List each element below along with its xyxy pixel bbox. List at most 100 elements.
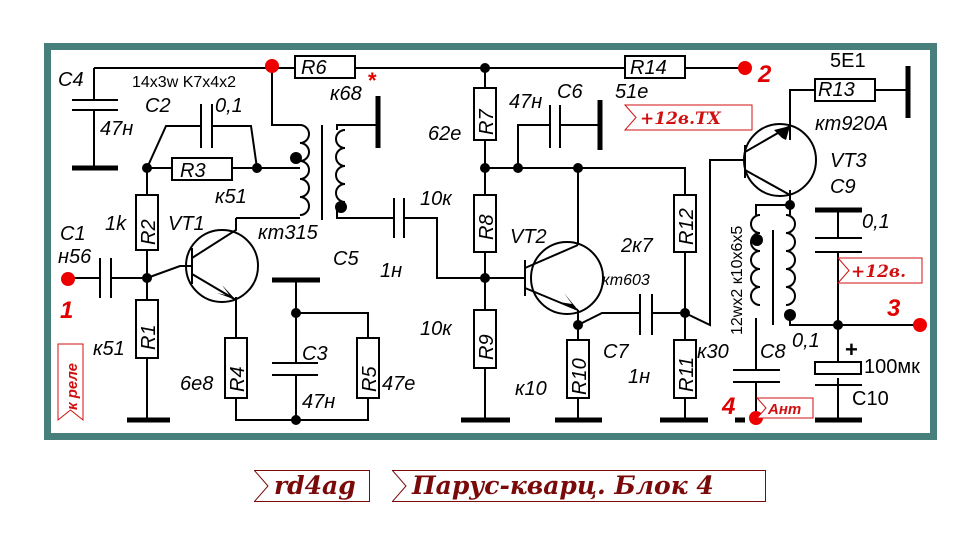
r6-node-wire xyxy=(271,68,300,126)
r1-ref: R1 xyxy=(138,324,160,350)
r3-resistor xyxy=(171,157,233,181)
c3-r5-wire xyxy=(295,280,369,421)
supply-node-wire xyxy=(485,124,686,195)
c10-ref: C10 xyxy=(852,388,889,410)
labels: C4 47н 14x3w K7x4x2 C2 0,1 R3 к51 R6 к68… xyxy=(58,50,920,413)
c9-ref: C9 xyxy=(830,176,856,198)
c1-ref: C1 xyxy=(60,223,86,245)
r4-ref: R4 xyxy=(227,366,249,392)
title-label: Парус-кварц. Блок 4 xyxy=(412,471,714,500)
r8-value: 10к xyxy=(420,188,453,210)
terminal-1[interactable] xyxy=(61,272,75,286)
c5-capacitor xyxy=(393,198,405,238)
r7-value: 62е xyxy=(428,123,461,145)
r10-value: к10 xyxy=(515,378,547,400)
c7-value: 1н xyxy=(628,366,650,388)
r12-value: 2к7 xyxy=(620,235,654,257)
r8-resistor xyxy=(473,194,497,253)
transformer-t2 xyxy=(750,214,796,325)
r4-resistor xyxy=(224,337,248,399)
c3-ref: C3 xyxy=(302,343,328,365)
author-label: rd4ag xyxy=(274,471,356,500)
vt3-ref: VT3 xyxy=(830,150,867,172)
c2-capacitor xyxy=(200,104,213,148)
t1-phase-dot xyxy=(290,152,302,164)
c8-value: 0,1 xyxy=(792,330,820,352)
r14-resistor xyxy=(624,55,686,79)
r7-resistor xyxy=(473,87,497,141)
c6-capacitor xyxy=(549,105,561,148)
c8-capacitor xyxy=(733,369,780,383)
r8-ref: R8 xyxy=(476,214,498,240)
resistors xyxy=(135,55,876,399)
t2-phase-dot xyxy=(784,309,796,321)
r6-resistor xyxy=(294,55,356,79)
c4-capacitor xyxy=(72,99,118,111)
r6-ref: R6 xyxy=(301,57,327,79)
tag-12v-tx: +12в.TX xyxy=(623,104,753,131)
c7-ref: C7 xyxy=(603,341,629,363)
c5-value: 1н xyxy=(380,260,402,282)
c1-value: н56 xyxy=(58,246,92,268)
terminal-2-label: 2 xyxy=(757,61,772,88)
vt3-base-wire xyxy=(684,159,745,327)
r14-value: 51е xyxy=(615,81,648,103)
tag-12v: +12в. xyxy=(836,257,923,284)
r1-resistor xyxy=(135,299,159,359)
c3-capacitor xyxy=(272,362,318,376)
transformer-t1 xyxy=(290,124,347,220)
r7-ref: R7 xyxy=(476,109,498,135)
c10-value: 100мк xyxy=(864,356,920,378)
c3-value: 47н xyxy=(302,391,335,413)
vt1-transistor xyxy=(185,218,259,303)
r13-value: 5Е1 xyxy=(830,50,866,72)
c10-polarity: + xyxy=(845,337,858,362)
vt2-type: кт603 xyxy=(602,272,650,289)
c6-ref: C6 xyxy=(557,81,583,103)
r3-ref: R3 xyxy=(180,160,206,182)
vt1-ref: VT1 xyxy=(168,213,205,235)
t2-primary-coil xyxy=(750,214,761,306)
c10-capacitor xyxy=(814,361,862,375)
r6-value: к68 xyxy=(330,83,362,105)
tag-antenna: Ант xyxy=(755,397,814,419)
c4-value: 47н xyxy=(100,118,133,140)
r13-ref: R13 xyxy=(818,79,855,101)
vt1-type: кт315 xyxy=(258,222,319,244)
r6-mark: * xyxy=(368,68,377,93)
vt2-transistor xyxy=(524,241,604,315)
tag-12v-text: +12в. xyxy=(851,262,906,282)
r11-ref: R11 xyxy=(676,357,698,392)
title-banner: Парус-кварц. Блок 4 xyxy=(392,470,766,502)
terminal-2[interactable] xyxy=(738,61,752,75)
r5-ref: R5 xyxy=(359,366,381,392)
r5-resistor xyxy=(356,337,380,399)
r11-value: к30 xyxy=(697,341,729,363)
c5-wire xyxy=(380,217,485,279)
r13-resistor xyxy=(814,78,876,102)
t1-primary-coil xyxy=(299,124,310,216)
tag-relay: к реле xyxy=(57,343,84,422)
output-wire xyxy=(789,318,920,326)
banner-notch-icon xyxy=(392,470,412,502)
vt1-emitter-wire xyxy=(235,297,296,421)
vt1-base-wire xyxy=(146,265,192,279)
r10-resistor xyxy=(566,339,590,399)
r1-value: к51 xyxy=(93,338,125,360)
r2-ref: R2 xyxy=(138,219,160,245)
c5-ref: C5 xyxy=(333,248,359,270)
t2-winding: 12wx2 к10x6x5 xyxy=(729,226,746,335)
c6-value: 47н xyxy=(509,91,542,113)
terminal-4-label: 4 xyxy=(721,393,735,420)
t1-winding: 14x3w K7x4x2 xyxy=(132,74,236,91)
c2-ref: C2 xyxy=(145,95,171,117)
r2-resistor xyxy=(135,194,159,251)
c2-value: 0,1 xyxy=(215,95,243,117)
tag-12v-tx-text: +12в.TX xyxy=(640,109,722,129)
t1-phase-dot xyxy=(335,201,347,213)
c1-capacitor xyxy=(99,258,112,298)
terminal-3[interactable] xyxy=(913,318,927,332)
r14-ref: R14 xyxy=(630,57,667,79)
r6-terminal[interactable] xyxy=(265,59,279,73)
r11-resistor xyxy=(673,339,697,399)
